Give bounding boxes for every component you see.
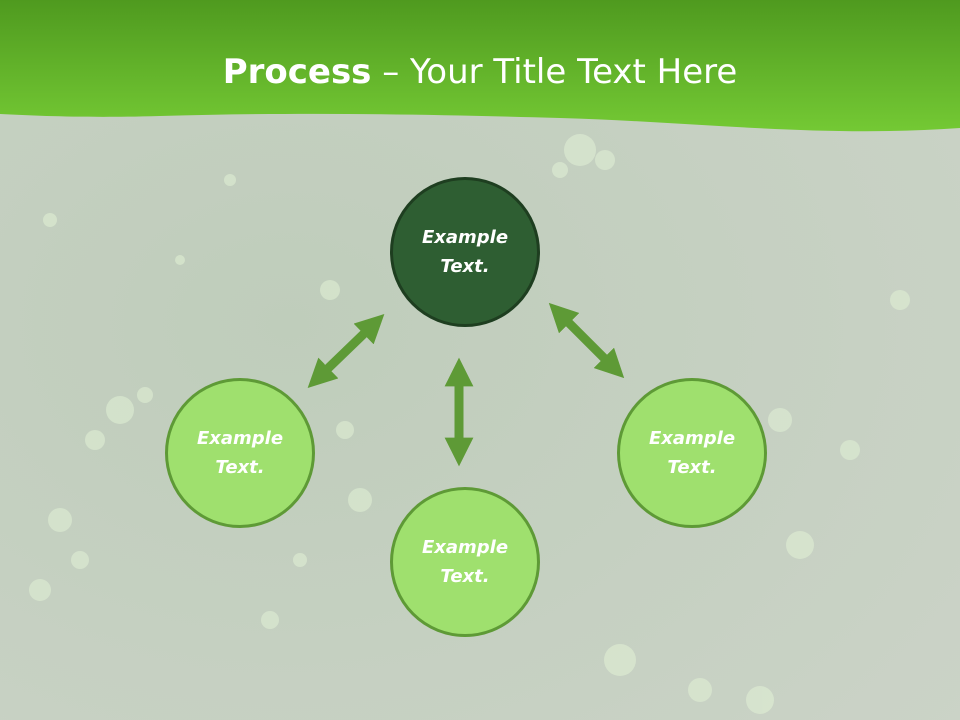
left-node-label: Example Text. bbox=[196, 428, 284, 478]
right-node-label: Example Text. bbox=[648, 428, 736, 478]
arrow-left bbox=[307, 314, 385, 388]
arrow-right bbox=[548, 302, 625, 379]
slide-title: Process – Your Title Text Here bbox=[0, 52, 960, 92]
bottom-node[interactable]: Example Text. bbox=[390, 487, 540, 637]
right-node[interactable]: Example Text. bbox=[617, 378, 767, 528]
center-node-label: Example Text. bbox=[421, 227, 509, 277]
center-node[interactable]: Example Text. bbox=[390, 177, 540, 327]
left-node[interactable]: Example Text. bbox=[165, 378, 315, 528]
title-rest: – Your Title Text Here bbox=[371, 52, 738, 92]
title-bold: Process bbox=[222, 52, 372, 92]
bottom-node-label: Example Text. bbox=[421, 537, 509, 587]
